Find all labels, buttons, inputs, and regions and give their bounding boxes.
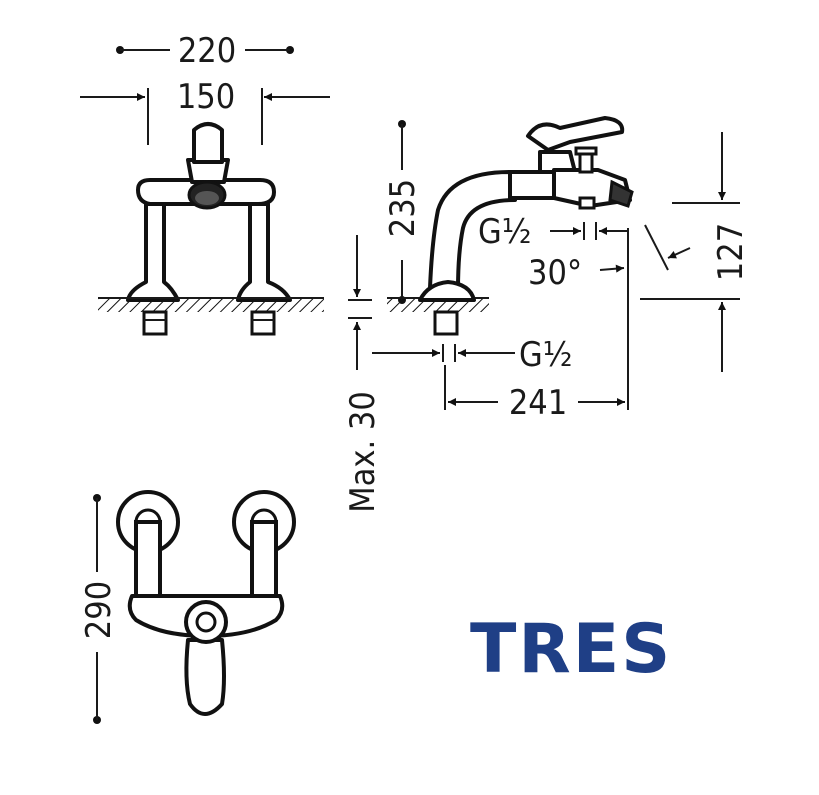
dim-235-label: 235	[383, 179, 423, 237]
side-mounting-surface	[387, 297, 489, 336]
dim-127-label: 127	[711, 223, 751, 281]
dim-290-label: 290	[79, 581, 119, 639]
top-faucet-body	[116, 490, 296, 716]
front-faucet-body	[126, 122, 292, 302]
dim-outlet-thread-label: G½	[478, 212, 531, 252]
dimension-depth: 290	[79, 494, 119, 724]
dimension-width-total: 220	[116, 31, 294, 71]
dimension-width-centers: 150	[80, 77, 330, 145]
dim-angle-label: 30°	[528, 253, 582, 293]
tres-logo: TRES	[470, 610, 672, 689]
inlet-thread-callout: G½	[372, 335, 572, 375]
side-faucet-body	[418, 116, 634, 302]
front-view: 220 150	[80, 31, 330, 336]
dimension-spout-reach: 241	[444, 365, 625, 423]
dim-220-label: 220	[178, 31, 236, 71]
outlet-thread-callout: G½	[478, 212, 628, 252]
dimension-height-outlet: 127	[640, 132, 751, 372]
dim-150-label: 150	[177, 77, 235, 117]
dim-inlet-thread-label: G½	[519, 335, 572, 375]
dimension-max-thickness: Max. 30	[343, 235, 383, 513]
dimension-height-spout: 235	[383, 120, 423, 304]
tres-logo-text: TRES	[470, 610, 672, 689]
top-view: 290	[79, 490, 296, 724]
angle-callout: 30°	[528, 224, 691, 410]
dim-241-label: 241	[509, 383, 567, 423]
dim-max-30-label: Max. 30	[343, 391, 383, 513]
side-view: 235 Max. 30	[343, 116, 751, 513]
front-mounting-surface	[98, 297, 324, 336]
